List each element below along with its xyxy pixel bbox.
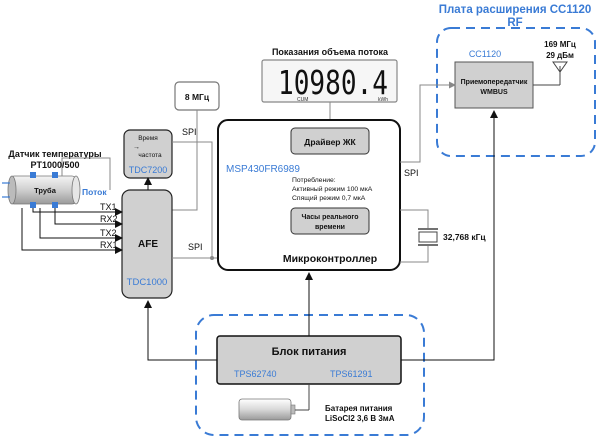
rf-power: 29 дБм: [546, 51, 574, 60]
rtc-label: Часы реального: [301, 214, 358, 221]
lcd-kwh-label: kWh: [378, 97, 388, 103]
power-to-rf-line: [401, 110, 498, 361]
power-board-outline: [195, 314, 425, 436]
power-to-afe-line: [144, 300, 217, 361]
mcu-part: MSP430FR6989: [226, 164, 300, 175]
lcd-digits: 10980.4: [278, 63, 388, 102]
spi-junction: [210, 256, 214, 260]
lcd-cum-label: CUM: [297, 97, 308, 103]
afe-label: AFE: [138, 239, 158, 250]
mcu-active-mode: Активный режим 100 мкА: [292, 185, 373, 193]
rf-spi-label: SPI: [404, 168, 419, 178]
signal-rx2: RX2: [100, 214, 118, 224]
afe-spi-label: SPI: [188, 242, 203, 252]
rtc-label-2: времени: [315, 224, 345, 231]
transceiver-label-2: WMBUS: [480, 89, 508, 96]
mcu-consumption-title: Потребление:: [292, 176, 336, 184]
signal-rx1: RX1: [100, 240, 118, 250]
mcu-title: Микроконтроллер: [283, 253, 377, 265]
power-block-title: Блок питания: [272, 346, 347, 358]
sensor-line-top: [61, 157, 111, 190]
signal-line-tx1: [32, 208, 123, 216]
signal-tx1: TX1: [100, 202, 117, 212]
rtc-box: [290, 207, 370, 235]
battery-icon: [238, 384, 310, 421]
crystal-icon: [400, 209, 438, 263]
rf-spi-line: [400, 81, 456, 163]
tdc7200-chip: TDC7200: [129, 165, 168, 175]
cc1120-label: CC1120: [469, 49, 501, 59]
tdc7200-line3: частота: [138, 152, 162, 159]
rf-board-outline: [436, 27, 596, 157]
tdc7200-arrow: →: [133, 144, 140, 151]
flow-label: Поток: [82, 187, 107, 197]
power-chip-2: TPS61291: [330, 369, 373, 379]
lcd-driver-box: [290, 127, 370, 155]
signal-line-rx1: [21, 208, 123, 254]
mcu-sleep-mode: Спящий режим 0,7 мкА: [292, 194, 366, 202]
power-chip-1: TPS62740: [234, 369, 277, 379]
tdc1000-chip: TDC1000: [127, 277, 168, 288]
tdc7200-line1: Время: [138, 135, 158, 142]
sensor-title-2: PT1000/500: [30, 160, 79, 170]
transceiver-label: Приемопередатчик: [461, 79, 528, 86]
pipe-label: Труба: [34, 186, 57, 195]
battery-label-2: LiSoCl2 3,6 В 3мА: [325, 414, 395, 423]
tdc7200-spi-line: [172, 141, 213, 258]
signal-tx2: TX2: [100, 228, 117, 238]
pipe-illustration: [2, 172, 81, 208]
rf-board-title-2: RF: [507, 17, 522, 29]
sensor-title: Датчик температуры: [8, 149, 102, 159]
display-title: Показания объема потока: [272, 47, 389, 57]
lcd-driver-label: Драйвер ЖК: [304, 137, 356, 147]
clock-8mhz-label: 8 МГц: [185, 92, 210, 102]
rf-frequency: 169 МГц: [544, 40, 576, 49]
rf-board-title: Плата расширения CC1120: [439, 4, 592, 16]
signal-line-rx2: [54, 208, 123, 228]
tdc7200-spi-label: SPI: [182, 127, 197, 137]
antenna-icon: [533, 61, 568, 86]
signal-line-tx2: [39, 208, 123, 242]
battery-label: Батарея питания: [325, 404, 393, 413]
crystal-label: 32,768 кГц: [443, 232, 486, 242]
afe-box: [121, 189, 173, 299]
